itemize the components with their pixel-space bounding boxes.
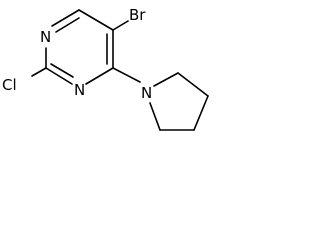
bond-n1-c6-double	[55, 17, 80, 33]
bond-c4-n3	[85, 67, 114, 85]
atom-label-nitrogen-bottom: N	[74, 81, 85, 99]
bond-n3-c2	[45, 67, 73, 85]
bond-pyrrolidine-c4-n	[149, 102, 161, 131]
bond-c5-br	[112, 20, 129, 31]
bond-pyrrolidine-n-c1	[153, 72, 179, 87]
atom-label-nitrogen-pyrrolidine: N	[141, 84, 152, 102]
bond-c6-c5	[78, 9, 114, 31]
chemical-structure: Br N Cl N N	[2, 6, 209, 131]
atom-label-bromine: Br	[129, 6, 146, 24]
bond-c4-n-pyrrolidine	[112, 67, 141, 83]
bond-pyrrolidine-c2-c3	[193, 95, 209, 131]
atom-label-nitrogen-top: N	[40, 28, 51, 46]
bond-n1-c6	[51, 9, 80, 27]
atom-label-chlorine: Cl	[2, 76, 17, 94]
bond-c2-cl	[31, 67, 47, 77]
bond-n3-c2-double	[50, 63, 74, 78]
bond-pyrrolidine-c1-c2	[177, 72, 209, 97]
